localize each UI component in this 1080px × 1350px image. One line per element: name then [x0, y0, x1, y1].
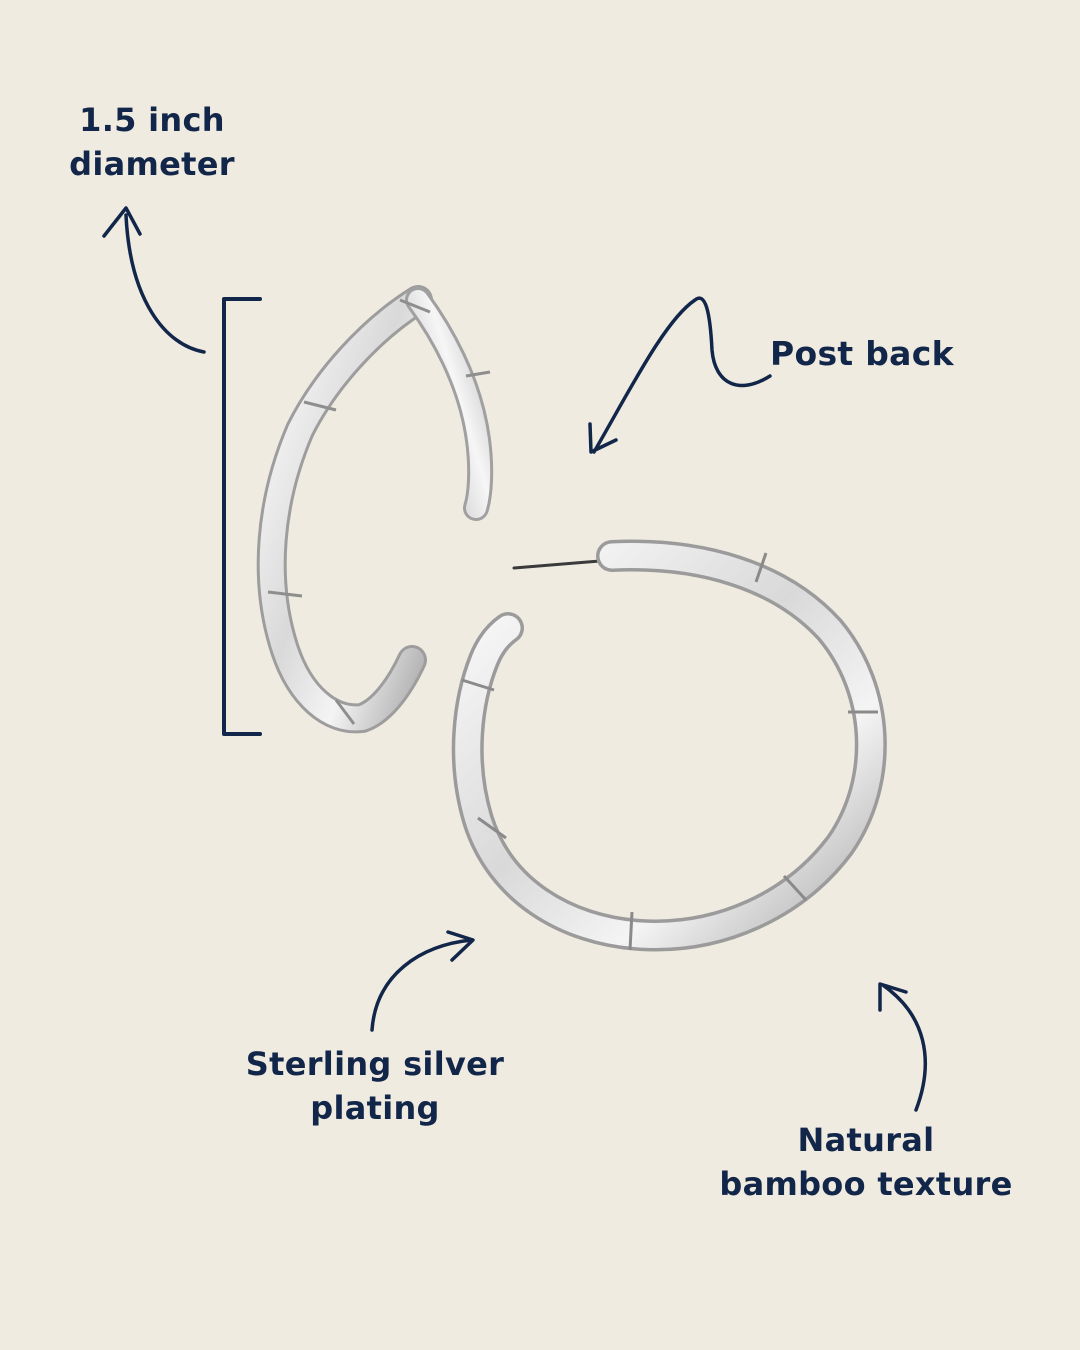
diameter-label: 1.5 inch diameter — [52, 98, 252, 186]
sterling-silver-label-line2: plating — [310, 1089, 440, 1127]
front-hoop-image — [451, 539, 887, 952]
arrow-icon — [102, 206, 206, 354]
sterling-silver-label-line1: Sterling silver — [245, 1045, 505, 1083]
bamboo-texture-label: Natural bamboo texture — [705, 1118, 1027, 1206]
bamboo-texture-label-line2: bamboo texture — [719, 1165, 1013, 1203]
arrow-icon — [878, 982, 927, 1112]
side-hoop-image — [256, 285, 494, 734]
sterling-silver-label: Sterling silver plating — [225, 1042, 525, 1130]
post-back-label: Post back — [770, 332, 985, 376]
post-back-label-line1: Post back — [770, 334, 954, 373]
diameter-label-line2: diameter — [69, 145, 235, 183]
arrow-icon — [370, 930, 475, 1032]
diameter-label-line1: 1.5 inch — [79, 101, 225, 139]
arrow-icon — [588, 296, 772, 454]
bracket-icon — [222, 297, 262, 736]
bamboo-texture-label-line1: Natural — [797, 1121, 935, 1159]
